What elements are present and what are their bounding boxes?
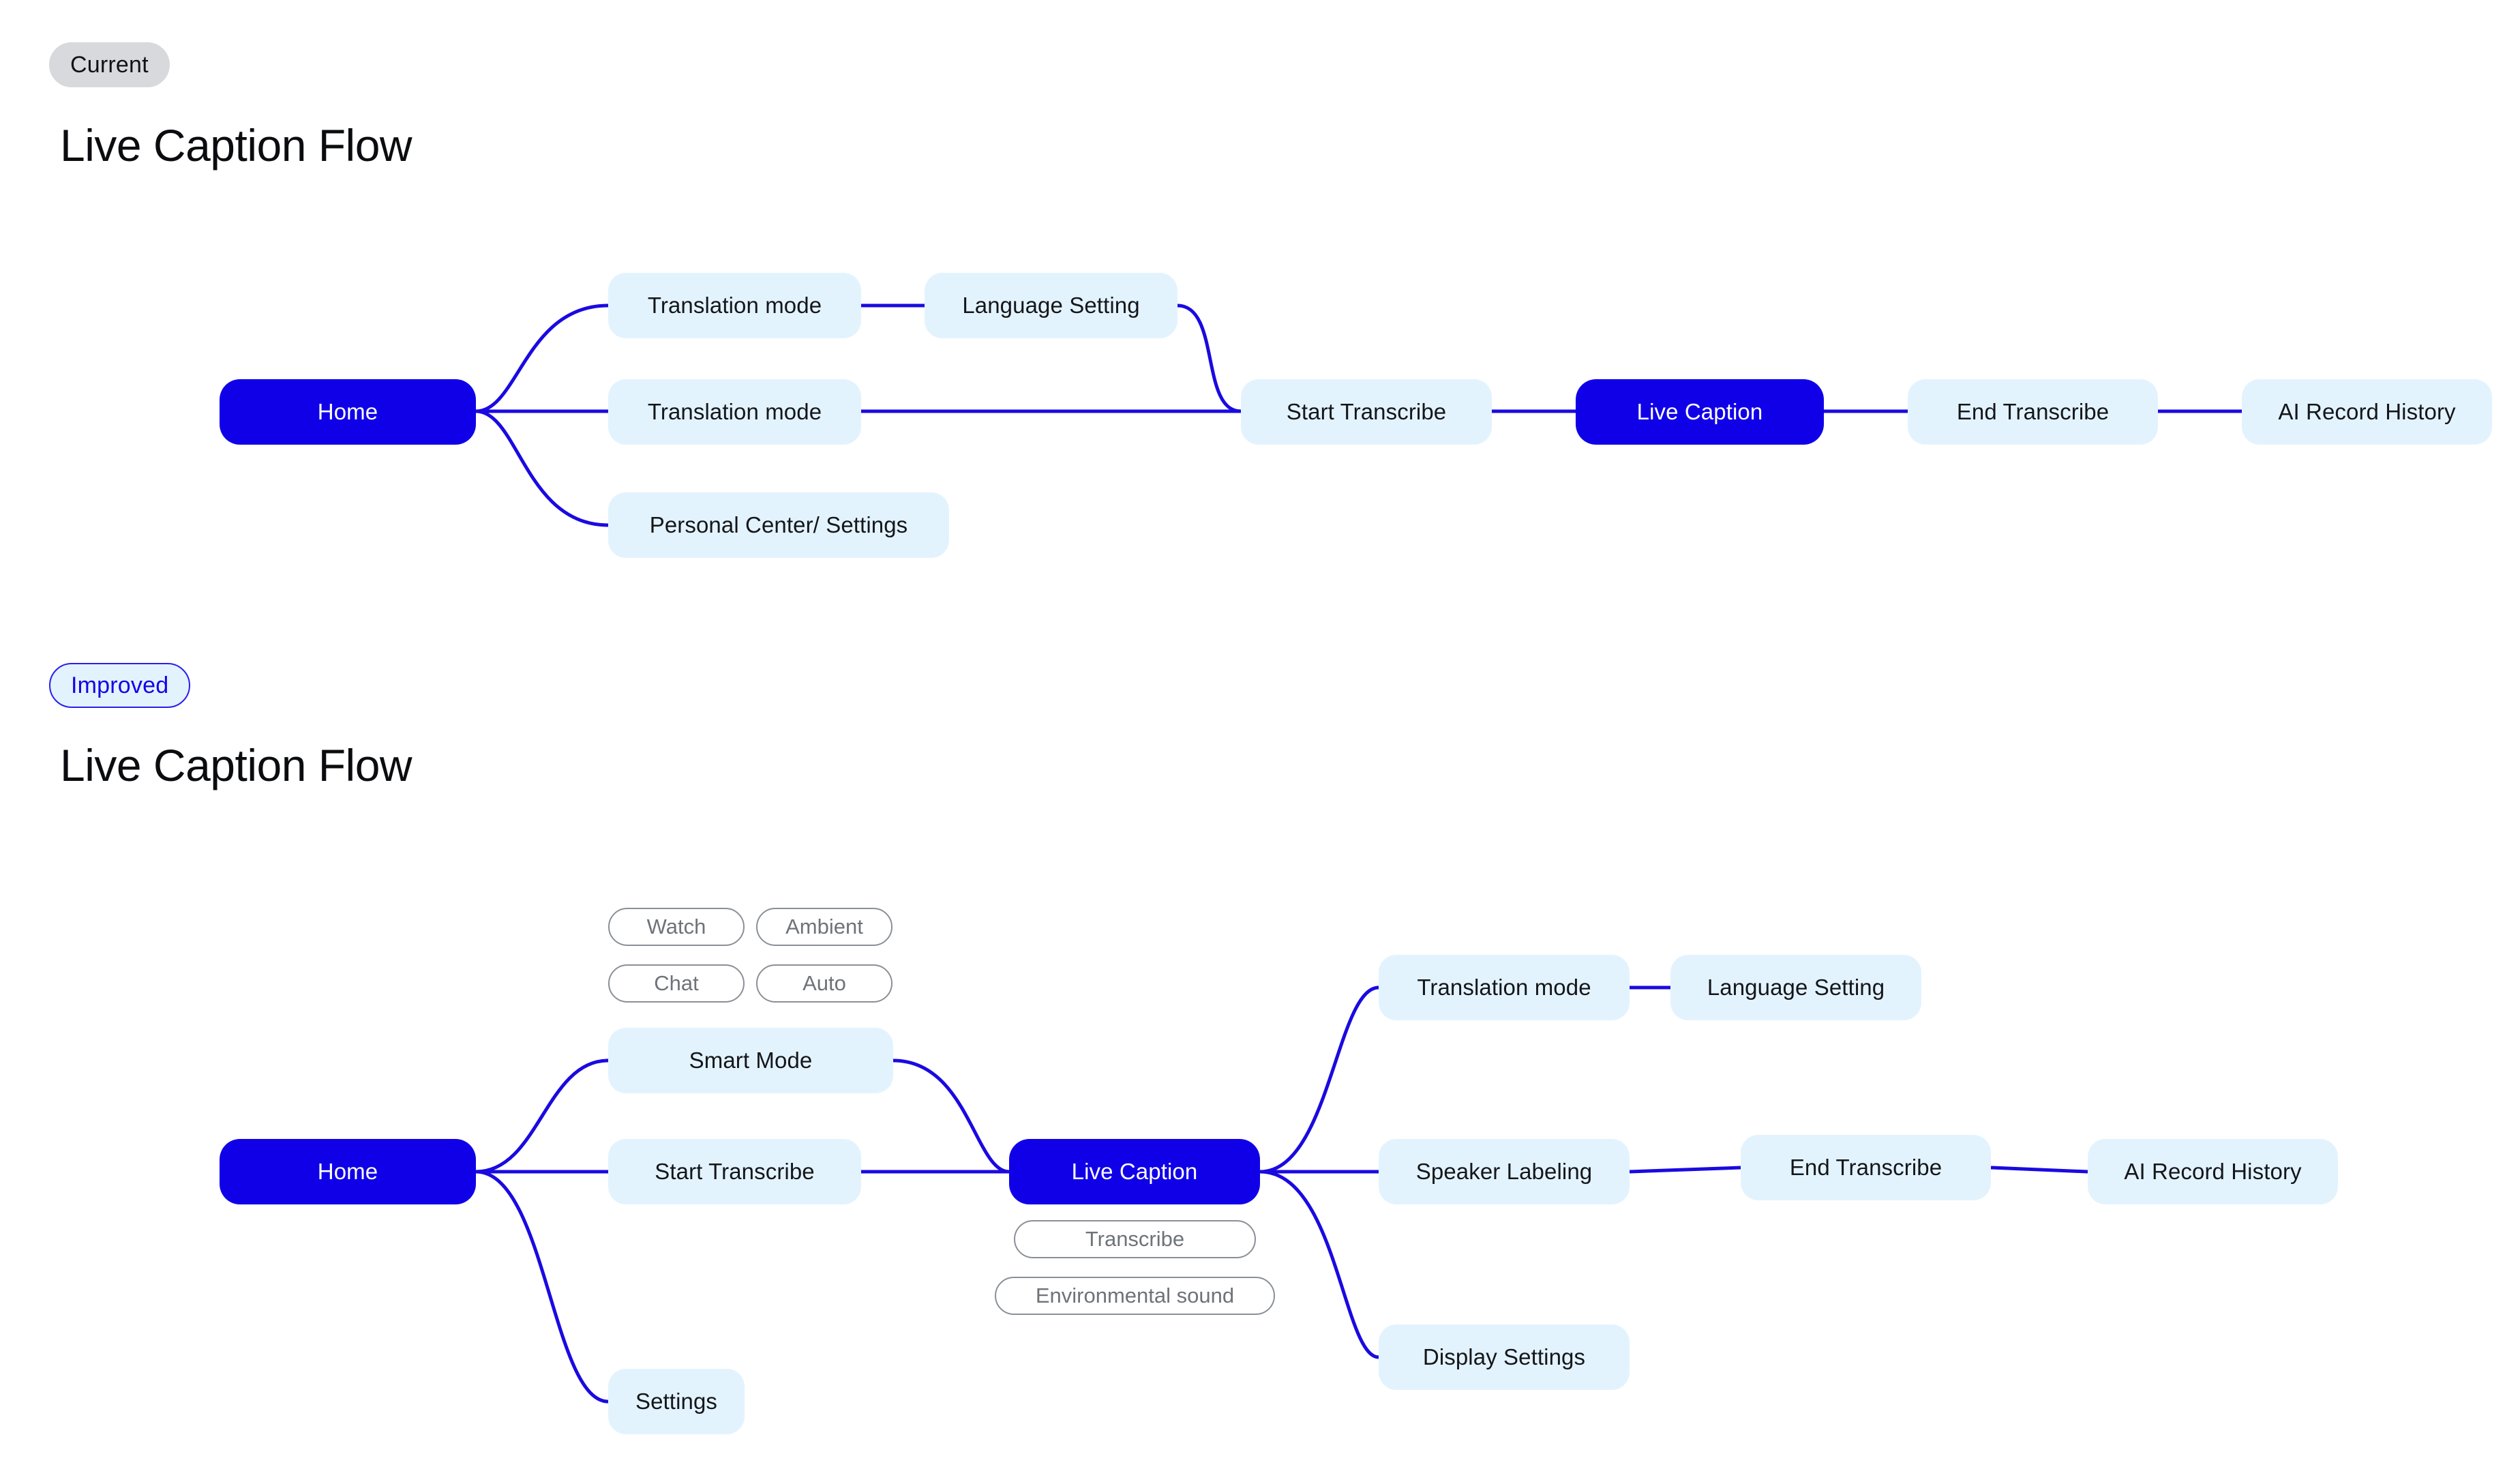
node-translation-mode-improved[interactable]: Translation mode	[1379, 955, 1630, 1020]
edge-speaker-labeling-end-transcribe	[1629, 1166, 1741, 1174]
pill-environmental-sound[interactable]: Environmental sound	[995, 1277, 1275, 1315]
node-end-transcribe-improved[interactable]: End Transcribe	[1741, 1135, 1991, 1200]
node-language-setting-improved[interactable]: Language Setting	[1670, 955, 1921, 1020]
pill-watch[interactable]: Watch	[608, 908, 745, 946]
edge-home-translation-top	[475, 303, 609, 413]
node-live-caption-improved[interactable]: Live Caption	[1009, 1139, 1260, 1204]
node-settings-improved[interactable]: Settings	[608, 1369, 745, 1434]
edge-live-caption-display-settings	[1259, 1170, 1379, 1359]
node-ai-record-history-current[interactable]: AI Record History	[2242, 379, 2492, 445]
node-ai-record-history-improved[interactable]: AI Record History	[2088, 1139, 2338, 1204]
node-language-setting-current[interactable]: Language Setting	[925, 273, 1178, 338]
node-smart-mode[interactable]: Smart Mode	[608, 1028, 893, 1093]
node-translation-mode-mid-current[interactable]: Translation mode	[608, 379, 861, 445]
edge-home-smart-mode	[475, 1058, 609, 1174]
pill-transcribe[interactable]: Transcribe	[1014, 1220, 1256, 1258]
node-translation-mode-top-current[interactable]: Translation mode	[608, 273, 861, 338]
pill-ambient[interactable]: Ambient	[756, 908, 892, 946]
pill-chat[interactable]: Chat	[608, 964, 745, 1003]
node-end-transcribe-current[interactable]: End Transcribe	[1908, 379, 2158, 445]
pill-auto[interactable]: Auto	[756, 964, 892, 1003]
flow-edges-current	[475, 303, 2242, 527]
node-personal-center-settings-current[interactable]: Personal Center/ Settings	[608, 492, 949, 558]
edge-end-transcribe-ai-record-improved	[1990, 1166, 2088, 1174]
edge-smart-mode-live-caption	[892, 1058, 1010, 1174]
node-start-transcribe-current[interactable]: Start Transcribe	[1241, 379, 1492, 445]
page-title-improved: Live Caption Flow	[60, 740, 412, 790]
edge-live-caption-translation-mode	[1259, 986, 1379, 1174]
node-live-caption-current[interactable]: Live Caption	[1576, 379, 1824, 445]
edge-home-personal-center	[475, 409, 609, 527]
edge-home-settings	[475, 1170, 609, 1404]
node-speaker-labeling[interactable]: Speaker Labeling	[1379, 1139, 1630, 1204]
page-title-current: Live Caption Flow	[60, 120, 412, 171]
node-display-settings[interactable]: Display Settings	[1379, 1324, 1630, 1390]
badge-improved: Improved	[49, 663, 191, 708]
node-home-current[interactable]: Home	[220, 379, 476, 445]
node-home-improved[interactable]: Home	[220, 1139, 476, 1204]
edge-language-start-transcribe	[1177, 303, 1242, 413]
badge-current: Current	[49, 42, 170, 87]
node-start-transcribe-improved[interactable]: Start Transcribe	[608, 1139, 861, 1204]
